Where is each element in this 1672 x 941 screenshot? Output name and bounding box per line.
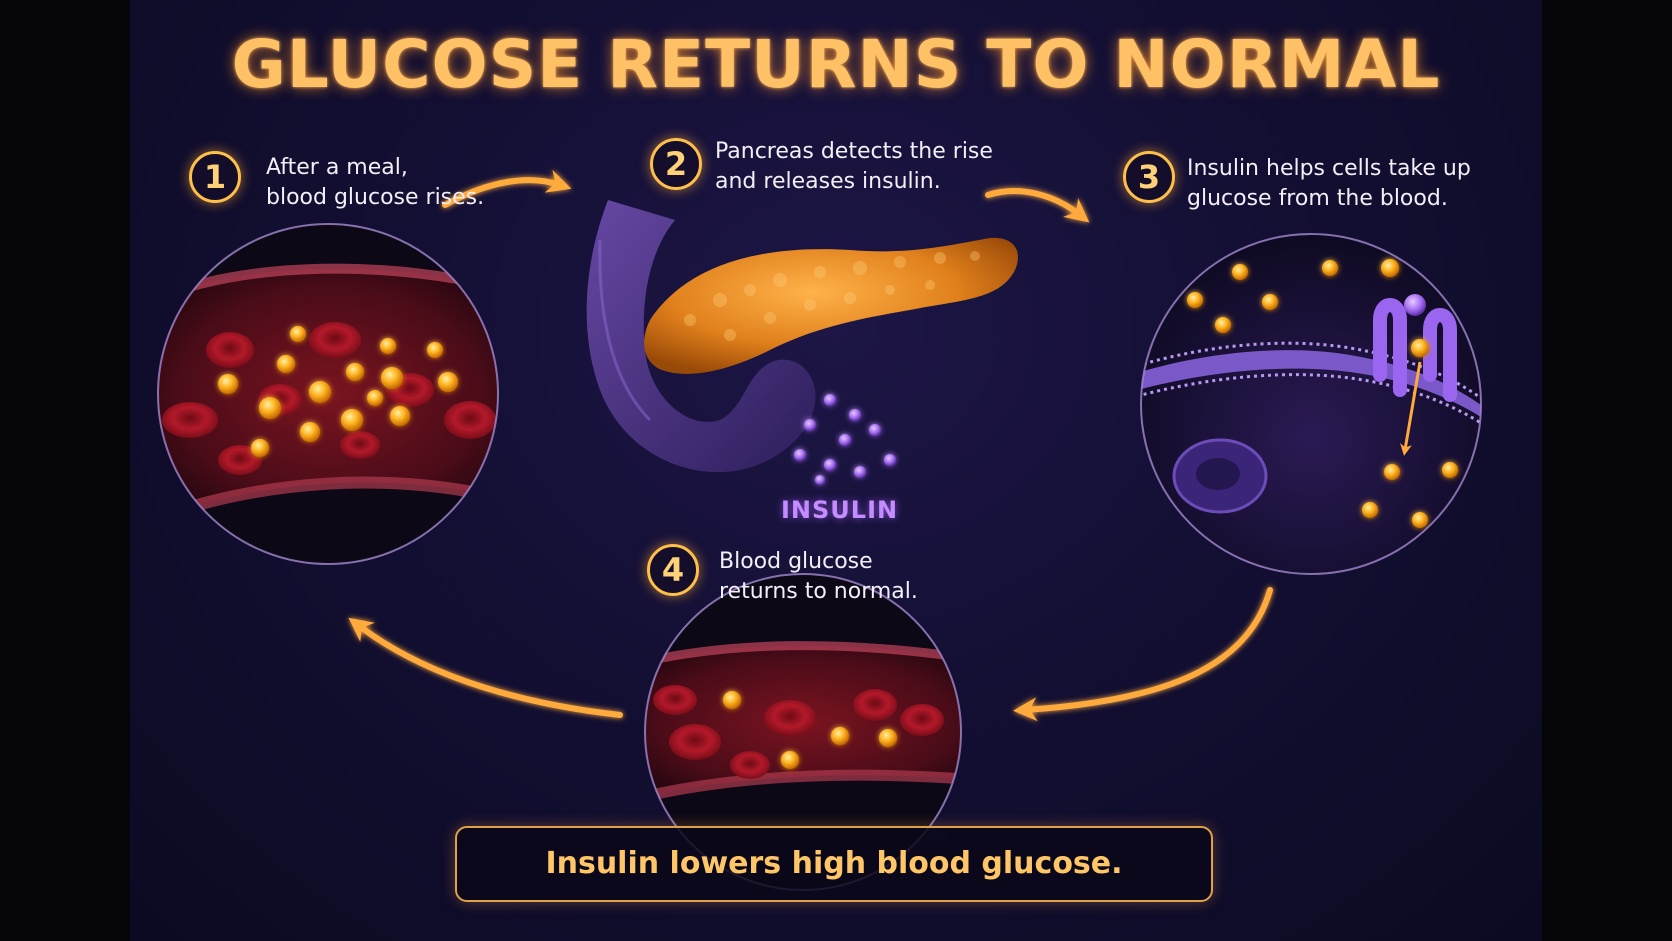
step-4-line-2: returns to normal.: [719, 579, 918, 604]
step-3-badge: 3: [1123, 151, 1175, 203]
step-3-text: Insulin helps cells take up glucose from…: [1187, 154, 1471, 214]
step-2-line-2: and releases insulin.: [715, 169, 941, 194]
illustration-layer: [157, 169, 1482, 891]
arrow-icon: [1013, 587, 1273, 722]
page-title: GLUCOSE RETURNS TO NORMAL: [231, 26, 1441, 103]
step-1-badge: 1: [189, 151, 241, 203]
step-3-line-1: Insulin helps cells take up: [1187, 156, 1471, 181]
blood-vessel-normal-glucose-icon: [644, 573, 962, 891]
summary-box: Insulin lowers high blood glucose.: [455, 826, 1213, 902]
step-3-line-2: glucose from the blood.: [1187, 186, 1448, 211]
step-2-text: Pancreas detects the rise and releases i…: [715, 137, 993, 197]
step-4-line-1: Blood glucose: [719, 549, 873, 574]
arrow-icon: [985, 188, 1090, 223]
step-1-text: After a meal, blood glucose rises.: [266, 153, 484, 213]
step-2-badge: 2: [650, 138, 702, 190]
pancreas-icon: [586, 200, 1018, 485]
insulin-label: INSULIN: [781, 496, 899, 524]
step-2-line-1: Pancreas detects the rise: [715, 139, 993, 164]
cell-receptor-icon: [1140, 233, 1482, 575]
arrow-icon: [442, 169, 572, 208]
infographic-panel: GLUCOSE RETURNS TO NORMAL: [130, 0, 1542, 941]
step-4-badge: 4: [647, 544, 699, 596]
blood-vessel-high-glucose-icon: [157, 223, 499, 565]
step-1-line-1: After a meal,: [266, 155, 408, 180]
step-1-line-2: blood glucose rises.: [266, 185, 485, 210]
step-4-text: Blood glucose returns to normal.: [719, 547, 918, 607]
arrow-icon: [348, 617, 623, 718]
